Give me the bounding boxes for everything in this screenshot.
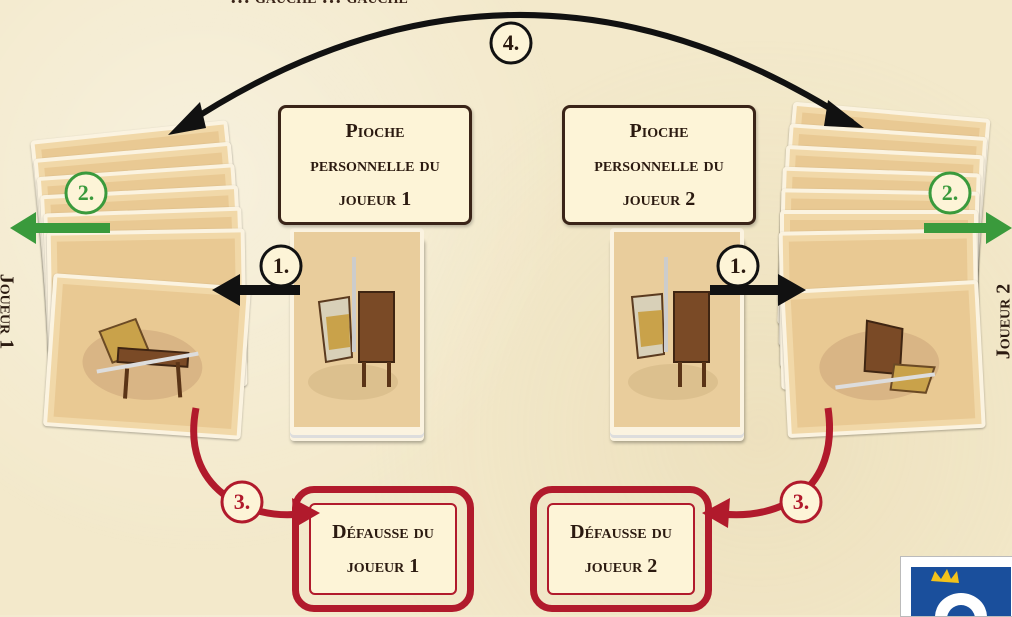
step2-badge-left: 2.	[66, 180, 106, 206]
step1-badge-right: 1.	[718, 253, 758, 279]
step3-arrowhead-right	[702, 498, 730, 528]
step2-arrowhead-left	[10, 212, 36, 244]
step1-badge-left: 1.	[261, 253, 301, 279]
step4-arrowhead-left	[168, 102, 206, 135]
step3-arrowhead-left	[292, 498, 320, 528]
step1-arrowhead-left	[212, 274, 240, 306]
player1-label: Joueur 1	[0, 274, 17, 350]
publisher-logo-icon	[900, 556, 1012, 617]
step3-badge-left: 3.	[222, 489, 262, 515]
step3-badge-right: 3.	[781, 489, 821, 515]
step4-arrowhead-right	[824, 100, 864, 128]
step1-arrowhead-right	[778, 274, 806, 306]
step2-arrowhead-right	[986, 212, 1012, 244]
step2-badge-right: 2.	[930, 180, 970, 206]
player2-label: Joueur 2	[992, 284, 1012, 360]
step4-badge: 4.	[491, 30, 531, 56]
